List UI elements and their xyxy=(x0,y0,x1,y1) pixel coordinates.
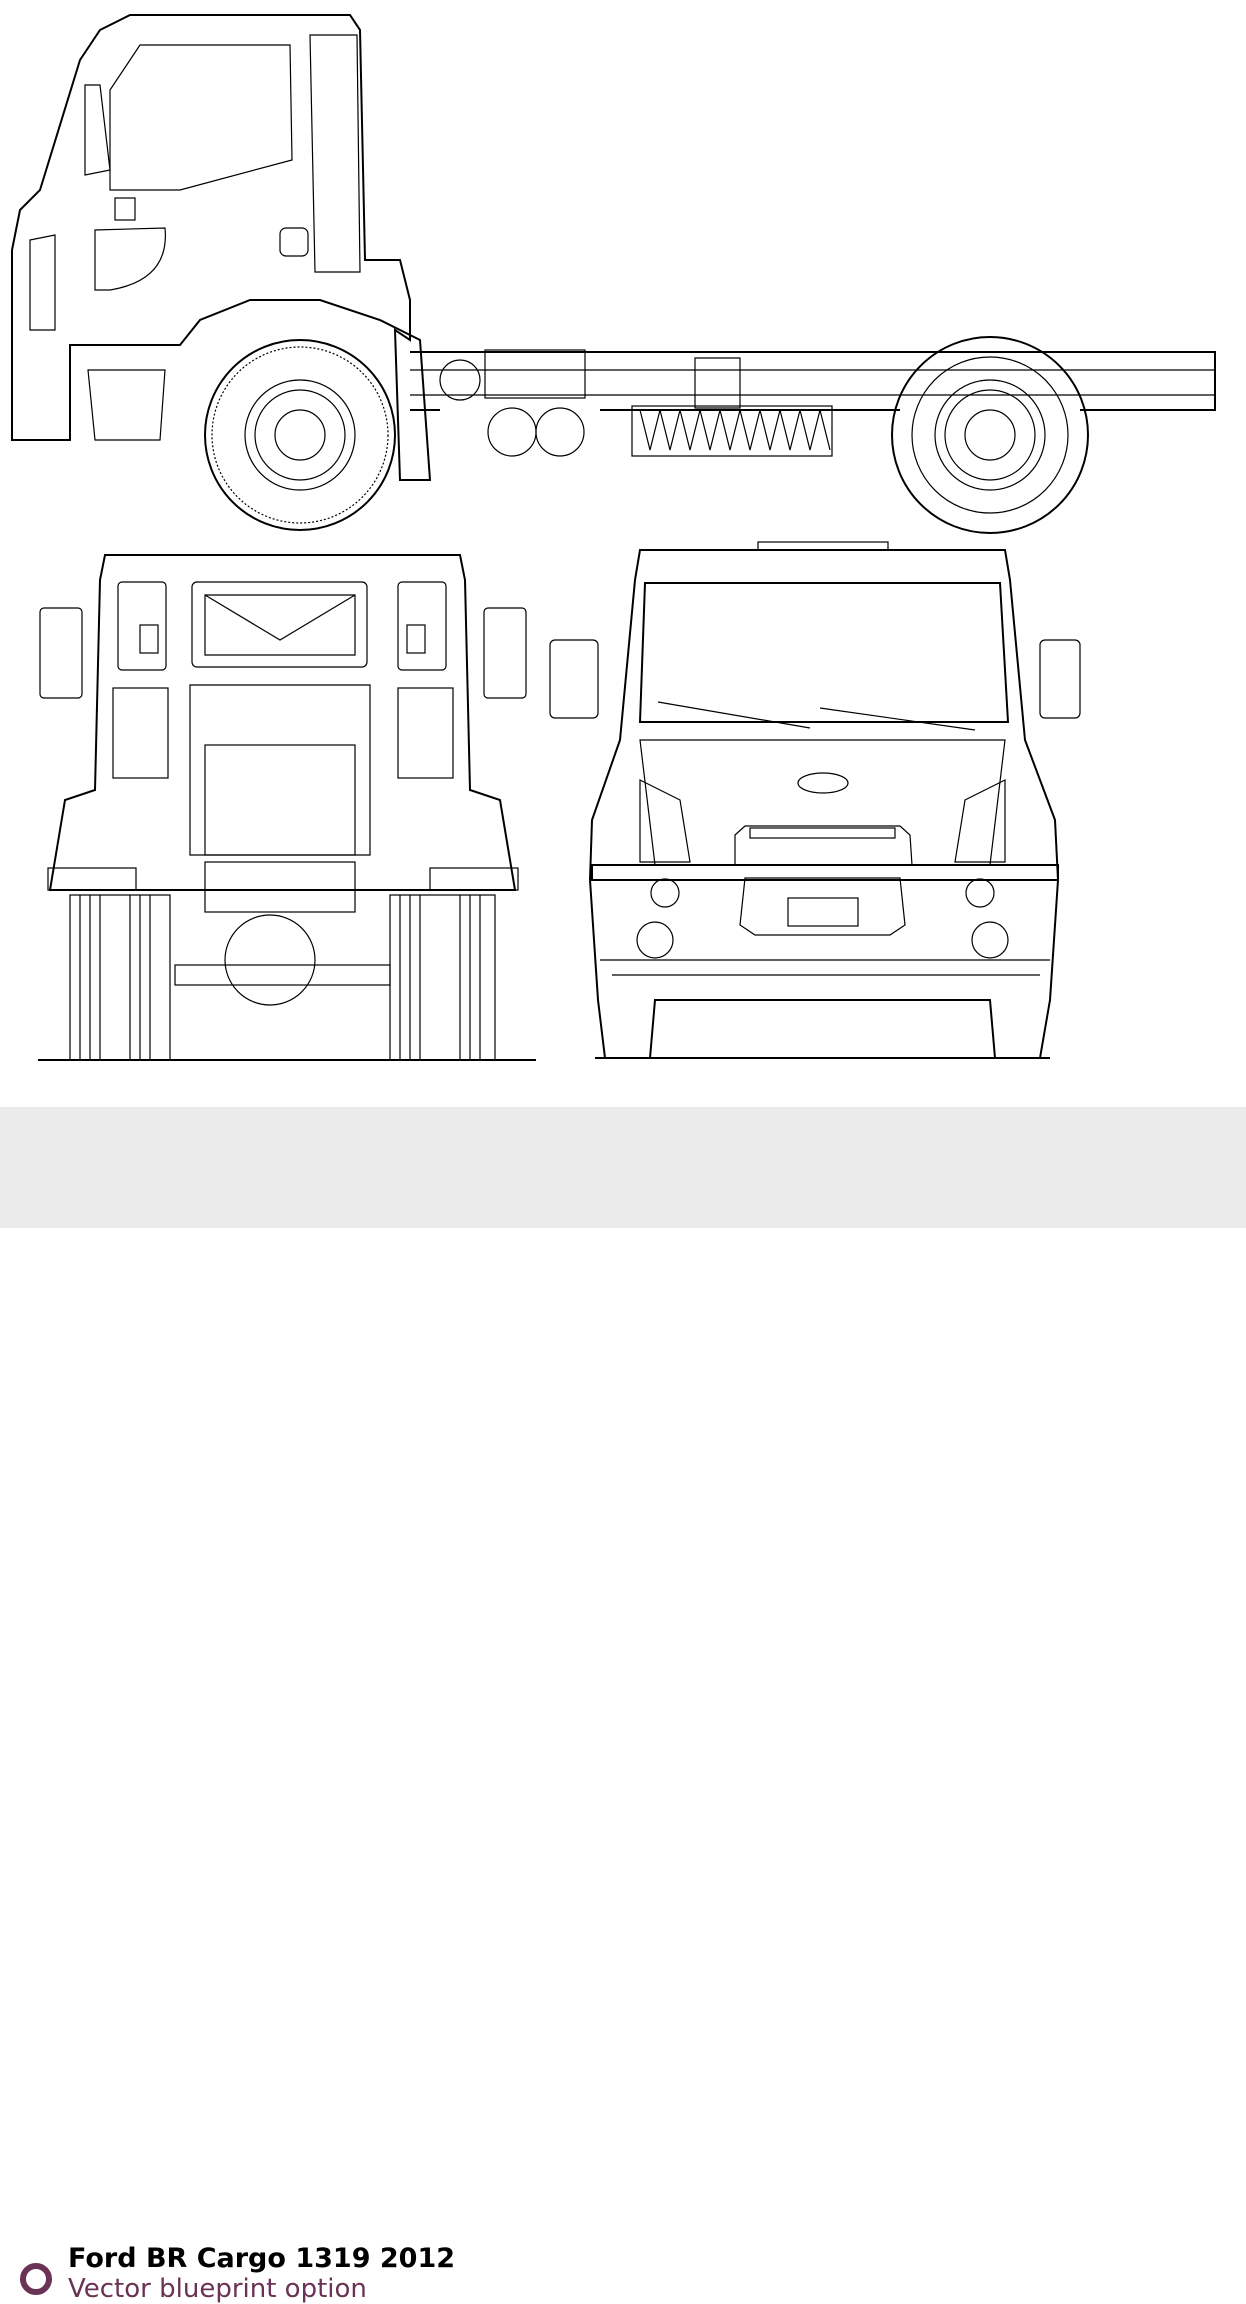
ring-bullet-icon xyxy=(20,2263,52,2295)
caption-bar: Ford BR Cargo 1319 2012 Vector blueprint… xyxy=(0,1107,1246,2304)
rear-view xyxy=(38,554,536,1061)
blueprint-title: Ford BR Cargo 1319 2012 xyxy=(68,2243,456,2274)
front-view xyxy=(549,541,1081,1059)
side-view xyxy=(11,14,1216,534)
blueprint-subtitle: Vector blueprint option xyxy=(68,2274,367,2304)
truck-blueprint xyxy=(0,0,1246,1105)
